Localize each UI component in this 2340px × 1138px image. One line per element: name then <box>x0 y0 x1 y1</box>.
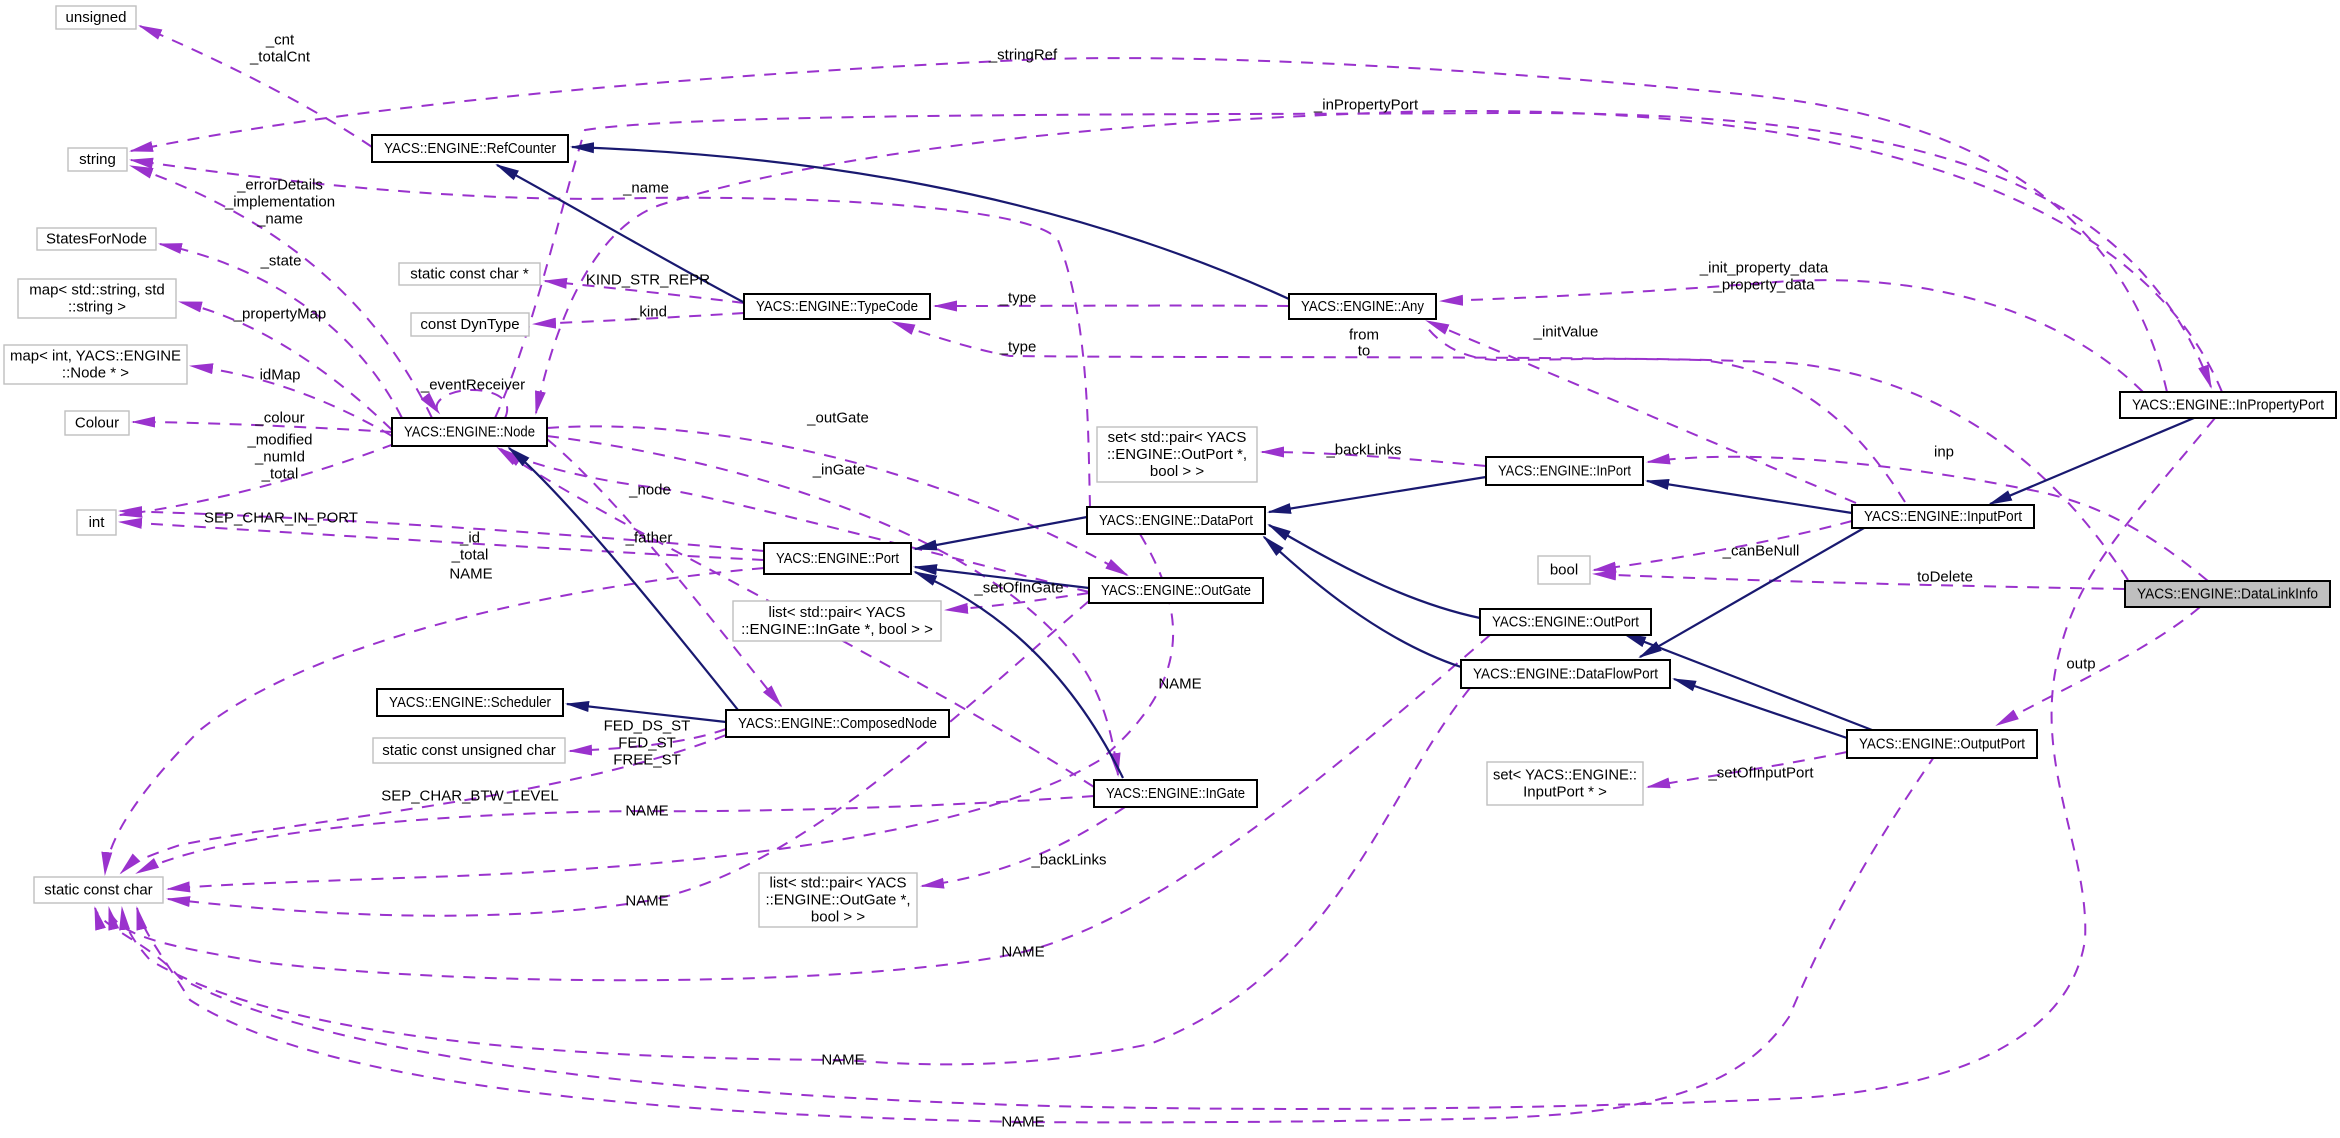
svg-text:YACS::ENGINE::InputPort: YACS::ENGINE::InputPort <box>1864 508 2023 525</box>
svg-text:_property_data: _property_data <box>1713 277 1816 294</box>
svg-text:list< std::pair< YACS: list< std::pair< YACS <box>769 875 906 892</box>
svg-text:_stringRef: _stringRef <box>988 47 1058 64</box>
svg-text:StatesForNode: StatesForNode <box>46 231 147 248</box>
svg-text:_node: _node <box>628 482 671 499</box>
svg-text:KIND_STR_REPR: KIND_STR_REPR <box>586 272 710 289</box>
svg-text:map< int, YACS::ENGINE: map< int, YACS::ENGINE <box>10 348 181 365</box>
svg-text:YACS::ENGINE::OutPort: YACS::ENGINE::OutPort <box>1492 614 1640 631</box>
svg-text:_initValue: _initValue <box>1533 324 1599 341</box>
svg-text:_outGate: _outGate <box>806 410 869 427</box>
svg-text:FREE_ST: FREE_ST <box>613 752 681 769</box>
svg-text:_id: _id <box>459 530 480 547</box>
svg-text:from: from <box>1349 327 1379 344</box>
svg-text:::ENGINE::OutGate *,: ::ENGINE::OutGate *, <box>765 892 910 909</box>
svg-text:NAME: NAME <box>625 803 668 820</box>
svg-text:SEP_CHAR_IN_PORT: SEP_CHAR_IN_PORT <box>204 510 358 527</box>
svg-text:YACS::ENGINE::InPropertyPort: YACS::ENGINE::InPropertyPort <box>2132 397 2325 414</box>
svg-text:YACS::ENGINE::Node: YACS::ENGINE::Node <box>404 424 535 441</box>
svg-text:Colour: Colour <box>75 415 119 432</box>
svg-text:list< std::pair< YACS: list< std::pair< YACS <box>768 604 905 621</box>
svg-text:inp: inp <box>1934 444 1954 461</box>
svg-text:NAME: NAME <box>1158 676 1201 693</box>
svg-text:_total: _total <box>451 547 489 564</box>
svg-text:YACS::ENGINE::Scheduler: YACS::ENGINE::Scheduler <box>389 694 551 711</box>
svg-text:YACS::ENGINE::InGate: YACS::ENGINE::InGate <box>1106 785 1245 802</box>
svg-text:_errorDetails: _errorDetails <box>236 177 323 194</box>
svg-text:static const char: static const char <box>44 882 152 899</box>
svg-text:FED_DS_ST: FED_DS_ST <box>604 718 691 735</box>
svg-text:_cnt: _cnt <box>265 32 295 49</box>
svg-text:::string >: ::string > <box>68 299 126 316</box>
svg-text:YACS::ENGINE::DataPort: YACS::ENGINE::DataPort <box>1099 512 1254 529</box>
svg-text:NAME: NAME <box>1001 944 1044 961</box>
svg-text:_propertyMap: _propertyMap <box>233 306 327 323</box>
svg-text:_implementation: _implementation <box>224 194 335 211</box>
svg-text:_inGate: _inGate <box>812 462 866 479</box>
svg-text:idMap: idMap <box>260 367 301 384</box>
svg-text:unsigned: unsigned <box>66 9 127 26</box>
svg-text:_numId: _numId <box>254 449 305 466</box>
svg-text:_backLinks: _backLinks <box>1325 442 1401 459</box>
svg-text:SEP_CHAR_BTW_LEVEL: SEP_CHAR_BTW_LEVEL <box>381 788 559 805</box>
svg-text:outp: outp <box>2066 656 2095 673</box>
svg-text:_state: _state <box>260 253 302 270</box>
svg-text:::Node * >: ::Node * > <box>62 365 129 382</box>
svg-text:_kind: _kind <box>630 304 667 321</box>
svg-text:NAME: NAME <box>449 566 492 583</box>
svg-text:YACS::ENGINE::OutGate: YACS::ENGINE::OutGate <box>1101 582 1251 599</box>
svg-text:map< std::string, std: map< std::string, std <box>29 282 164 299</box>
svg-text:::ENGINE::OutPort *,: ::ENGINE::OutPort *, <box>1107 446 1247 463</box>
svg-text:_father: _father <box>625 530 673 547</box>
svg-text:NAME: NAME <box>625 893 668 910</box>
svg-text:int: int <box>89 514 106 531</box>
svg-text:string: string <box>79 151 116 168</box>
svg-text:YACS::ENGINE::InPort: YACS::ENGINE::InPort <box>1498 463 1632 480</box>
svg-text:_type: _type <box>999 339 1037 356</box>
svg-text:_setOfInGate: _setOfInGate <box>973 580 1063 597</box>
svg-text:YACS::ENGINE::OutputPort: YACS::ENGINE::OutputPort <box>1859 736 2026 753</box>
svg-text:InputPort * >: InputPort * > <box>1523 784 1607 801</box>
svg-text:static const unsigned char: static const unsigned char <box>382 742 555 759</box>
svg-text:to: to <box>1358 343 1371 360</box>
svg-text:bool > >: bool > > <box>1150 463 1204 480</box>
svg-text:static const char *: static const char * <box>410 266 529 283</box>
svg-text:YACS::ENGINE::RefCounter: YACS::ENGINE::RefCounter <box>384 140 556 157</box>
svg-text:set< std::pair< YACS: set< std::pair< YACS <box>1108 429 1247 446</box>
svg-text:set< YACS::ENGINE::: set< YACS::ENGINE:: <box>1493 767 1637 784</box>
svg-text:_eventReceiver: _eventReceiver <box>420 377 525 394</box>
svg-text:::ENGINE::InGate *, bool > >: ::ENGINE::InGate *, bool > > <box>741 621 933 638</box>
svg-text:toDelete: toDelete <box>1917 569 1973 586</box>
svg-text:_inPropertyPort: _inPropertyPort <box>1313 97 1419 114</box>
svg-text:_setOfInputPort: _setOfInputPort <box>1707 765 1814 782</box>
svg-text:bool: bool <box>1550 562 1578 579</box>
svg-text:_totalCnt: _totalCnt <box>249 49 311 66</box>
svg-text:YACS::ENGINE::Any: YACS::ENGINE::Any <box>1301 298 1424 315</box>
svg-text:YACS::ENGINE::TypeCode: YACS::ENGINE::TypeCode <box>756 298 918 315</box>
svg-text:bool > >: bool > > <box>811 909 865 926</box>
svg-text:_canBeNull: _canBeNull <box>1722 543 1800 560</box>
svg-text:_name: _name <box>256 211 303 228</box>
svg-text:YACS::ENGINE::ComposedNode: YACS::ENGINE::ComposedNode <box>738 715 937 732</box>
svg-text:_type: _type <box>999 290 1037 307</box>
svg-text:NAME: NAME <box>1001 1114 1044 1131</box>
svg-text:_colour: _colour <box>254 410 304 427</box>
svg-text:_backLinks: _backLinks <box>1030 852 1106 869</box>
svg-text:YACS::ENGINE::Port: YACS::ENGINE::Port <box>776 550 900 567</box>
svg-text:_init_property_data: _init_property_data <box>1699 260 1829 277</box>
svg-text:_total: _total <box>261 466 299 483</box>
svg-text:NAME: NAME <box>821 1052 864 1069</box>
svg-text:YACS::ENGINE::DataFlowPort: YACS::ENGINE::DataFlowPort <box>1473 666 1659 683</box>
svg-text:_modified: _modified <box>246 432 312 449</box>
svg-text:_name: _name <box>622 180 669 197</box>
svg-text:YACS::ENGINE::DataLinkInfo: YACS::ENGINE::DataLinkInfo <box>2137 586 2318 603</box>
svg-text:FED_ST: FED_ST <box>618 735 676 752</box>
svg-text:const DynType: const DynType <box>420 316 519 333</box>
